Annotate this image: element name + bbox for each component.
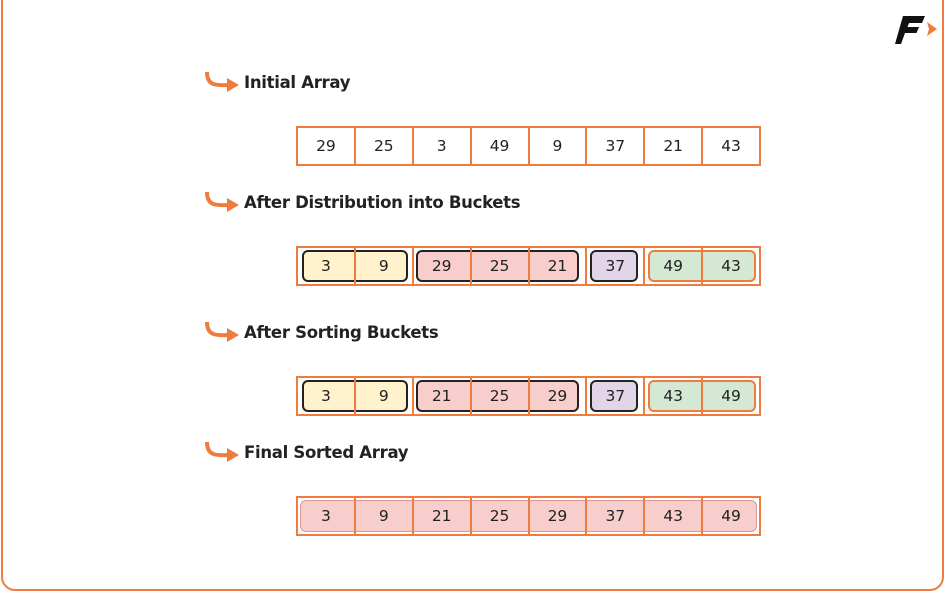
array-cell: 9 — [530, 128, 588, 164]
heading-initial-array: Initial Array — [203, 70, 350, 94]
array-cell: 3 — [414, 128, 472, 164]
array-cell: 43 — [645, 498, 704, 534]
heading-after-sorting: After Sorting Buckets — [203, 320, 439, 344]
array-cell: 9 — [356, 498, 414, 534]
heading-label: After Sorting Buckets — [244, 322, 439, 342]
distributed-array: 3 9 29 25 21 37 49 43 — [296, 246, 761, 286]
heading-label: Initial Array — [244, 72, 351, 92]
array-cell: 21 — [414, 498, 472, 534]
array-cell: 29 — [298, 128, 356, 164]
array-cell: 9 — [356, 248, 414, 284]
heading-after-distribution: After Distribution into Buckets — [203, 190, 521, 214]
array-cell: 3 — [298, 248, 356, 284]
array-cell: 49 — [645, 248, 704, 284]
array-cell: 29 — [414, 248, 472, 284]
array-cell: 29 — [530, 378, 588, 414]
array-cell: 3 — [298, 498, 356, 534]
array-cell: 21 — [645, 128, 704, 164]
brand-logo-icon — [895, 16, 937, 44]
array-cell: 21 — [414, 378, 472, 414]
final-sorted-array: 3 9 21 25 29 37 43 49 — [296, 496, 761, 536]
array-cell: 49 — [721, 507, 741, 525]
array-cell: 21 — [530, 248, 588, 284]
array-cell: 25 — [356, 128, 414, 164]
array-cell: 43 — [721, 137, 741, 155]
heading-label: After Distribution into Buckets — [244, 192, 521, 212]
curved-arrow-icon — [205, 191, 239, 212]
array-cell: 25 — [472, 498, 530, 534]
array-cell: 49 — [721, 387, 741, 405]
array-cell: 49 — [472, 128, 530, 164]
initial-array: 29 25 3 49 9 37 21 43 — [296, 126, 761, 166]
bucket-red — [416, 250, 579, 282]
array-cell: 25 — [472, 248, 530, 284]
curved-arrow-icon — [205, 321, 239, 342]
array-cell: 37 — [587, 498, 646, 534]
array-cell: 25 — [472, 378, 530, 414]
curved-arrow-icon — [205, 71, 239, 92]
sorted-buckets-array: 3 9 21 25 29 37 43 49 — [296, 376, 761, 416]
array-cell: 43 — [721, 257, 741, 275]
curved-arrow-icon — [205, 441, 239, 462]
bucket-purple — [590, 250, 638, 282]
array-cell: 37 — [587, 378, 646, 414]
array-cell: 37 — [587, 128, 646, 164]
array-cell: 3 — [298, 378, 356, 414]
array-cell: 9 — [356, 378, 414, 414]
array-cell: 29 — [530, 498, 588, 534]
heading-final-sorted: Final Sorted Array — [203, 440, 409, 464]
array-cell: 37 — [587, 248, 646, 284]
bucket-red — [416, 380, 579, 412]
heading-label: Final Sorted Array — [244, 442, 409, 462]
array-cell: 43 — [645, 378, 704, 414]
bucket-purple — [590, 380, 638, 412]
